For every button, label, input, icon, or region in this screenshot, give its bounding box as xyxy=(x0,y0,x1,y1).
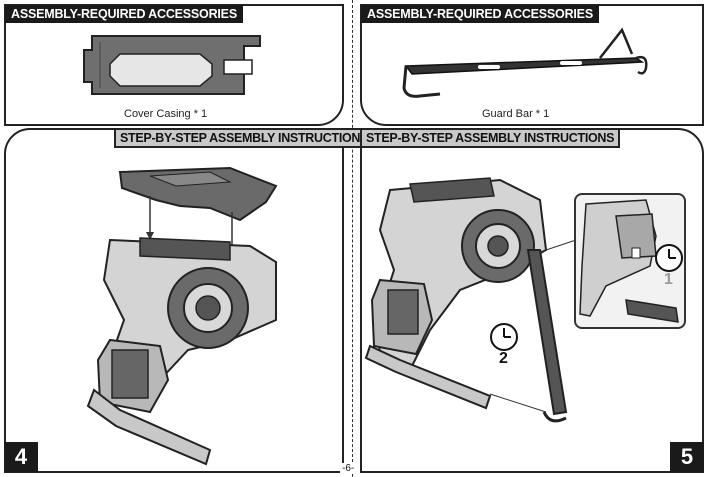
leader-line xyxy=(539,239,577,253)
guard-bar-illustration xyxy=(402,27,648,98)
clock-icon xyxy=(655,244,683,272)
inset-clock-label: 1 xyxy=(664,271,673,288)
accessories-header-right: ASSEMBLY-REQUIRED ACCESSORIES xyxy=(361,5,599,23)
page-number: -6- xyxy=(340,463,357,474)
accessories-header-left: ASSEMBLY-REQUIRED ACCESSORIES xyxy=(5,5,243,23)
main-clock-label: 2 xyxy=(499,350,508,367)
guard-bar-caption: Guard Bar * 1 xyxy=(482,108,550,120)
clock-icon xyxy=(490,323,518,351)
step-5-header: STEP-BY-STEP ASSEMBLY INSTRUCTIONS xyxy=(360,128,621,148)
step-5-assembly-illustration xyxy=(364,177,568,423)
step-4-assembly-illustration xyxy=(86,166,278,466)
step-5-number-badge: 5 xyxy=(670,442,704,472)
center-divider xyxy=(352,0,353,477)
cover-casing-illustration xyxy=(83,35,261,95)
cover-casing-caption: Cover Casing * 1 xyxy=(124,108,208,120)
inset-illustration xyxy=(579,199,679,323)
step-4-number-badge: 4 xyxy=(4,442,38,472)
step-4-header: STEP-BY-STEP ASSEMBLY INSTRUCTIONS xyxy=(114,128,375,148)
